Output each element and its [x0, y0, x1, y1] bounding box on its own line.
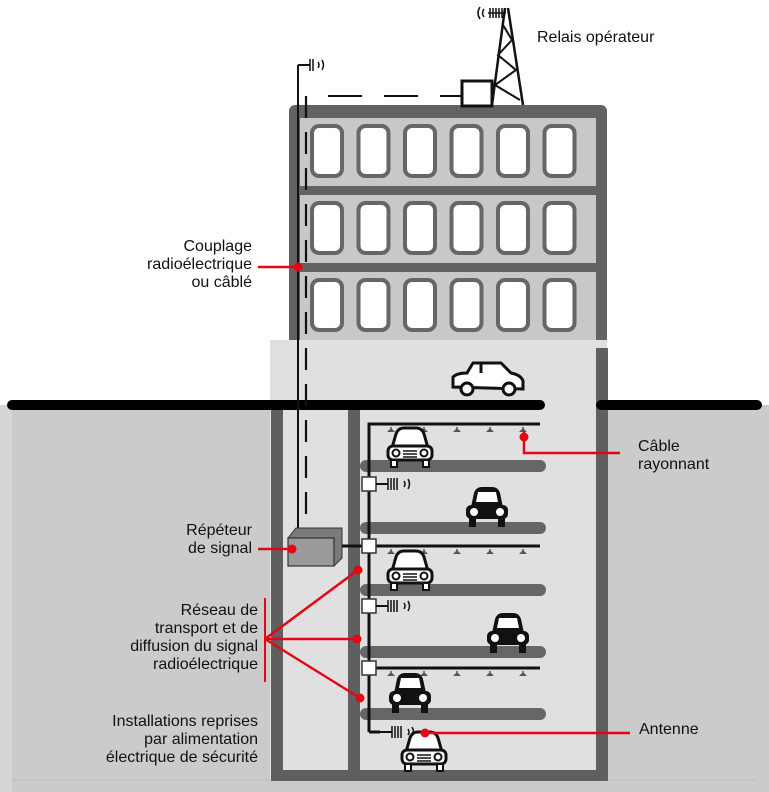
callout-cable-dot: [519, 432, 529, 442]
window: [310, 201, 344, 255]
splitter-node-icon: [361, 598, 377, 614]
donor-antenna-icon: [297, 59, 325, 535]
window: [449, 124, 484, 178]
callout-repeater-dot: [287, 544, 297, 554]
car-icon: [400, 730, 448, 773]
window: [403, 278, 437, 332]
label-relay-operator: Relais opérateur: [537, 29, 655, 46]
label-safety-power: Installations reprises par alimentation …: [105, 713, 258, 766]
callouts: [258, 262, 630, 738]
label-network: Réseau de transport et de diffusion du s…: [130, 602, 258, 673]
relay-equipment-box: [460, 79, 494, 108]
window: [449, 201, 484, 255]
label-radiating-cable: Câble rayonnant: [638, 438, 710, 473]
window: [356, 124, 391, 178]
window: [310, 278, 344, 332]
car-icon: [451, 361, 525, 397]
distribution-network: [367, 422, 540, 734]
building-upper: [289, 105, 607, 348]
window: [496, 124, 530, 178]
relay-tower-icon: [477, 6, 525, 106]
window: [542, 201, 577, 255]
window: [356, 201, 391, 255]
label-antenna: Antenne: [639, 721, 699, 738]
splitter-node-icon: [361, 476, 377, 492]
window: [542, 124, 577, 178]
label-coupling: Couplage radioélectrique ou câblé: [147, 238, 252, 291]
window: [542, 278, 577, 332]
car-icon: [386, 426, 434, 469]
window: [403, 201, 437, 255]
window: [356, 278, 391, 332]
window: [496, 201, 530, 255]
windows: [310, 124, 577, 332]
repeater-box-icon: [287, 527, 343, 567]
soil-edge: [0, 405, 12, 792]
car-icon: [386, 549, 434, 592]
window: [496, 278, 530, 332]
label-repeater: Répéteur de signal: [186, 522, 252, 557]
window: [310, 124, 344, 178]
splitter-node-icon: [361, 660, 377, 676]
window: [449, 278, 484, 332]
callout-coupling-dot: [293, 262, 303, 272]
callout-antenna-dot: [420, 728, 430, 738]
window: [403, 124, 437, 178]
splitter-node-icon: [361, 538, 377, 554]
